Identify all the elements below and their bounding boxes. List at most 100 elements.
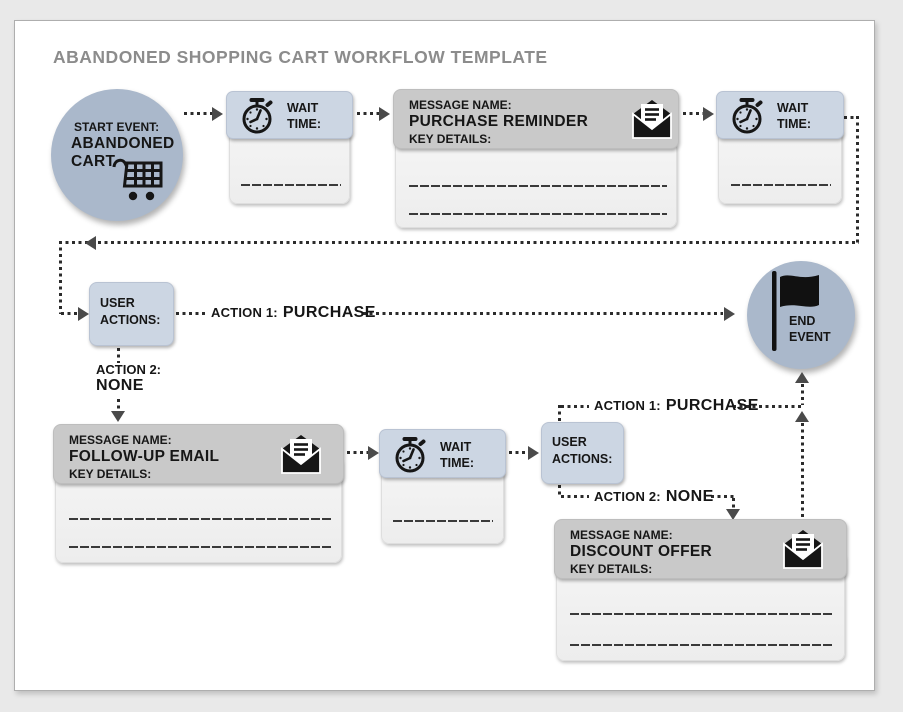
wait1-fill-in-line[interactable] [241,184,341,186]
message1-header: MESSAGE NAME: PURCHASE REMINDER KEY DETA… [393,89,679,149]
connector-wait2-return [856,116,859,244]
connector-action1-top [363,312,723,315]
wait1-body [229,131,350,204]
action2-top-value: NONE [96,377,144,394]
user-actions1-line1: USER [100,296,135,310]
wait2-label-line2: TIME: [777,117,812,131]
stopwatch-icon [395,437,426,473]
connector-discount-to-end [801,423,804,519]
start-event-label: START EVENT: [74,120,160,134]
message2-details-label: KEY DETAILS: [69,467,152,481]
start-event-name-line1: ABANDONED [71,135,175,152]
arrowhead-up-icon [795,372,809,383]
action1-bottom-value: PURCHASE [665,397,759,414]
user-actions2-line2: ACTIONS: [552,452,613,466]
arrowhead-right-icon [724,307,735,321]
message2-name: FOLLOW-UP EMAIL [69,448,220,465]
message2-fill-in-line[interactable] [69,546,331,548]
wait1-label-line2: TIME: [287,117,322,131]
connector-wait2-return [844,116,859,119]
action2-bottom-prefix: ACTION 2: [594,489,661,504]
arrowhead-right-icon [379,107,390,121]
end-event-line2: EVENT [789,330,831,344]
connector-message2-to-wait3 [347,451,369,454]
message1-name: PURCHASE REMINDER [409,113,589,130]
open-envelope-icon [631,98,673,140]
user-actions1-box: USER ACTIONS: [89,282,174,346]
arrowhead-right-icon [528,446,539,460]
action1-bottom-prefix: ACTION 1: [594,398,661,413]
action2-top-prefix: ACTION 2: [96,362,161,377]
message3-name-label: MESSAGE NAME: [570,528,673,542]
connector-action2-top [117,348,120,363]
wait2-label-line1: WAIT [777,101,809,115]
start-event-node: START EVENT: ABANDONED CART [51,89,183,221]
message2-name-label: MESSAGE NAME: [69,433,172,447]
message3-details-label: KEY DETAILS: [570,562,653,576]
connector-wait2-return [59,241,859,244]
connector-message1-to-wait2 [683,112,705,115]
connector-action2-bottom [732,498,735,510]
arrowhead-right-icon [368,446,379,460]
document-page: ABANDONED SHOPPING CART WORKFLOW TEMPLAT… [14,20,875,691]
action1-bottom-label: ACTION 1: PURCHASE [594,397,759,415]
wait3-body [381,471,504,544]
message1-name-label: MESSAGE NAME: [409,98,512,112]
arrowhead-right-icon [703,107,714,121]
action2-bottom-label: ACTION 2:NONE [594,488,714,506]
stopwatch-icon [242,98,273,134]
action2-top-label: ACTION 2: NONE [96,362,161,395]
wait1-header: WAIT TIME: [226,91,353,139]
wait3-header: WAIT TIME: [379,429,506,478]
message1-fill-in-line[interactable] [409,185,667,187]
end-event-line1: END [789,314,816,328]
connector-action1-bottom [558,405,561,421]
connector-action1-top [176,312,208,315]
user-actions2-line1: USER [552,435,587,449]
wait2-header: WAIT TIME: [716,91,844,139]
message3-fill-in-line[interactable] [570,644,834,646]
connector-start-to-wait1 [184,112,213,115]
open-envelope-icon [280,433,322,475]
arrowhead-down-icon [111,411,125,422]
connector-return-to-useractions1 [61,312,81,315]
action1-top-prefix: ACTION 1: [211,305,278,320]
shopping-cart-icon [112,158,163,202]
wait3-label-line1: WAIT [440,440,472,454]
connector-action1-bottom [801,384,804,405]
connector-wait1-to-message1 [357,112,381,115]
connector-action1-bottom [561,405,589,408]
end-event-node: END EVENT [747,261,855,369]
message2-fill-in-line[interactable] [69,518,331,520]
arrowhead-up-icon [795,411,809,422]
arrowhead-down-icon [726,509,740,520]
connector-action2-top [117,399,120,412]
user-actions2-box: USER ACTIONS: [541,422,624,484]
stopwatch-icon [732,98,763,134]
connector-action2-bottom [711,495,735,498]
connector-action2-bottom [561,495,589,498]
message3-fill-in-line[interactable] [570,613,834,615]
wait3-fill-in-line[interactable] [393,520,493,522]
start-event-name-line2: CART [71,153,116,170]
action1-top-label: ACTION 1: PURCHASE [211,304,376,322]
message3-name: DISCOUNT OFFER [570,543,712,560]
message3-header: MESSAGE NAME: DISCOUNT OFFER KEY DETAILS… [554,519,847,579]
open-envelope-icon [782,528,824,570]
connector-action2-bottom [558,485,561,497]
wait3-label-line2: TIME: [440,456,475,470]
page-title: ABANDONED SHOPPING CART WORKFLOW TEMPLAT… [53,47,548,67]
wait2-fill-in-line[interactable] [731,184,831,186]
user-actions1-line2: ACTIONS: [100,313,161,327]
message1-fill-in-line[interactable] [409,213,667,215]
arrowhead-left-icon [85,236,96,250]
wait2-body [718,131,842,204]
connector-wait3-to-useractions2 [509,451,531,454]
connector-action1-bottom [733,405,804,408]
arrowhead-right-icon [78,307,89,321]
message2-header: MESSAGE NAME: FOLLOW-UP EMAIL KEY DETAIL… [53,424,344,484]
wait1-label-line1: WAIT [287,101,319,115]
action1-top-value: PURCHASE [282,304,376,321]
arrowhead-right-icon [212,107,223,121]
